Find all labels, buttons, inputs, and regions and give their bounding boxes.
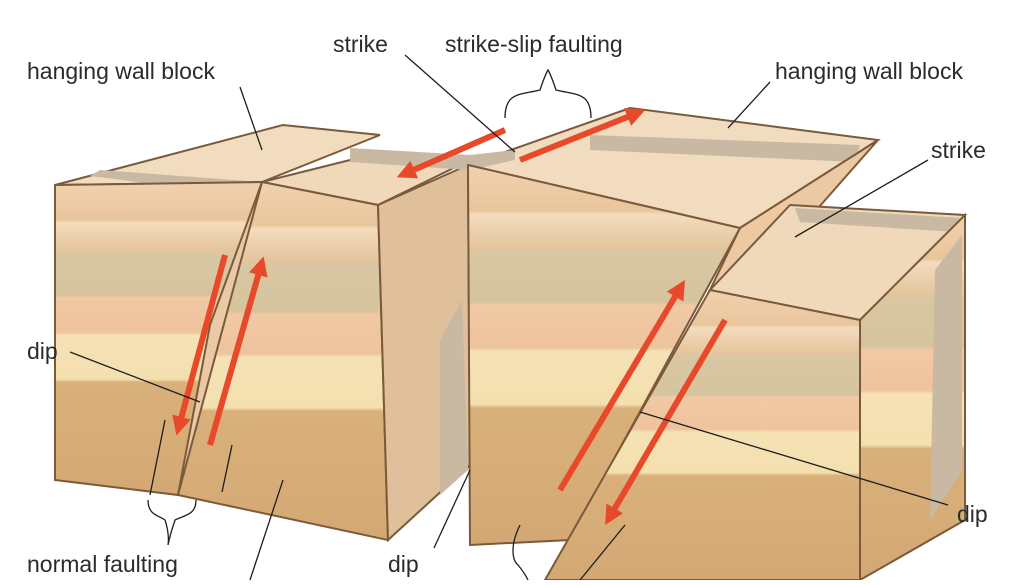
- leader-normal-faulting-left: [149, 419, 166, 496]
- label-hanging-wall-left: hanging wall block: [27, 58, 215, 84]
- leader-hanging-wall-right: [727, 81, 771, 129]
- arrow-reverse-up: [557, 280, 685, 492]
- leader-dip-right: [639, 411, 949, 506]
- leader-strike-right: [794, 159, 929, 238]
- right-footwall-grey-band: [930, 235, 962, 520]
- leader-lines: [69, 54, 949, 581]
- center-fault-grey-band: [440, 300, 468, 495]
- arrow-strike-slip-left: [396, 127, 507, 179]
- label-strike-slip-faulting: strike-slip faulting: [445, 31, 623, 57]
- leader-footwall-bottom: [579, 524, 626, 581]
- label-dip-bottom-center: dip: [388, 551, 419, 577]
- label-dip-left: dip: [27, 338, 58, 364]
- leader-dip-left: [69, 351, 201, 403]
- label-strike-top: strike: [333, 31, 388, 57]
- leader-strike-top: [404, 54, 516, 153]
- label-hanging-wall-right: hanging wall block: [775, 58, 963, 84]
- leader-dip-bottom-center: [433, 469, 471, 549]
- right-footwall-block: [543, 203, 968, 582]
- left-footwall-block: [54, 123, 381, 497]
- reverse-faulting-brace: [512, 524, 529, 581]
- arrow-normal-up: [207, 256, 268, 446]
- leader-normal-faulting-right: [221, 444, 233, 493]
- leader-hanging-wall-bottom: [249, 479, 284, 581]
- strike-slip-brace: [504, 68, 592, 119]
- label-strike-right: strike: [931, 137, 986, 163]
- right-footwall-marker-bed: [795, 208, 962, 232]
- leader-hanging-wall-left: [239, 86, 263, 151]
- arrow-normal-down: [172, 254, 228, 436]
- label-normal-faulting: normal faulting: [27, 551, 178, 577]
- normal-faulting-brace: [147, 499, 197, 546]
- right-block-marker-bed: [590, 135, 860, 162]
- arrow-strike-slip-right: [518, 108, 646, 163]
- label-dip-right: dip: [957, 501, 988, 527]
